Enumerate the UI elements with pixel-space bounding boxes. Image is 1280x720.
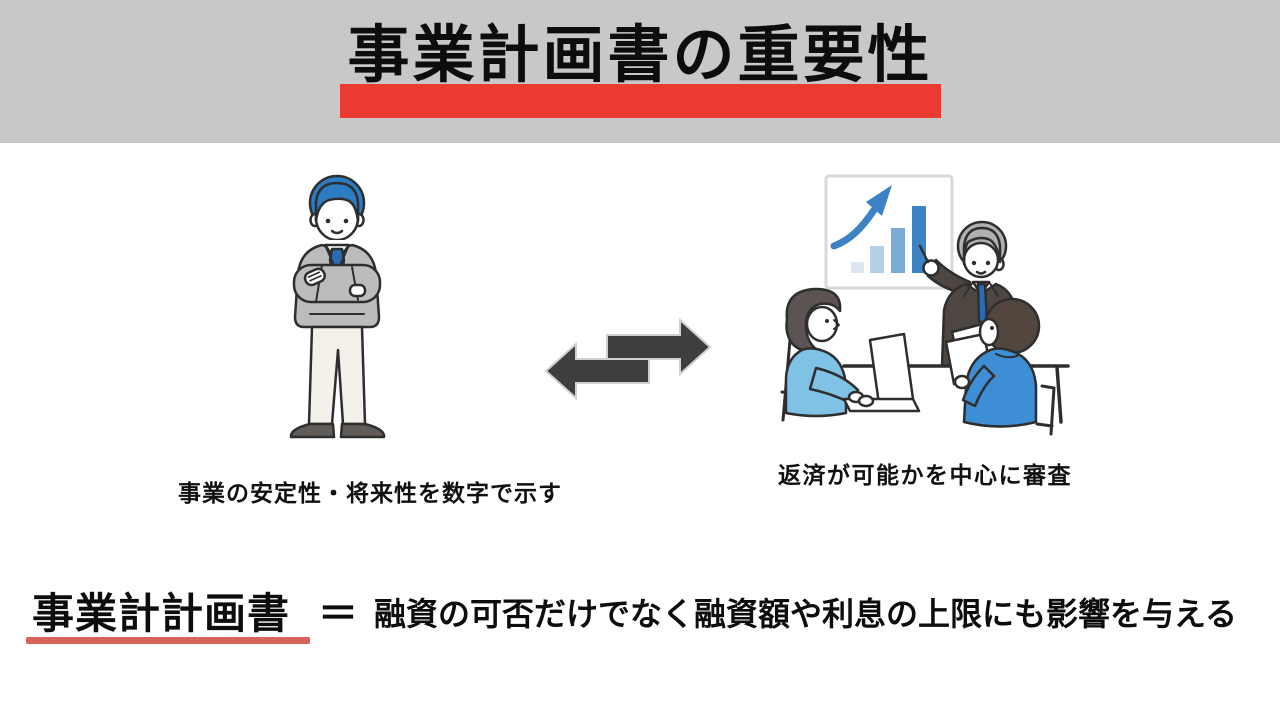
seated-man-figure: [944, 297, 1041, 428]
exchange-arrows-icon: [544, 317, 712, 401]
laptop: [842, 332, 921, 413]
left-caption: 事業の安定性・将来性を数字で示す: [178, 480, 562, 506]
equals-sign: ＝: [318, 592, 359, 636]
right-caption: 返済が可能かを中心に審査: [778, 462, 1072, 488]
term-underline: [26, 637, 311, 644]
footer-statement: 融資の可否だけでなく融資額や利息の上限にも影響を与える: [374, 596, 1238, 632]
footer-term-text: 事業計計画書: [32, 590, 291, 637]
arrow-left-icon: [544, 341, 650, 401]
woman-figure: [784, 287, 860, 418]
header-band: [0, 0, 1280, 143]
woman-hair: [785, 287, 842, 352]
growth-chart-icon: [824, 174, 954, 290]
footer-term: 事業計計画書: [26, 590, 311, 644]
meeting-illustration: [780, 174, 1070, 436]
businessman-illustration: [289, 174, 386, 439]
chair-right: [1035, 384, 1056, 436]
man-shoe-left: [289, 422, 336, 439]
man-pants: [307, 325, 367, 426]
page-title: 事業計画書の重要性: [347, 21, 933, 90]
man-shoe-right: [339, 422, 386, 439]
title-accent-bar: [340, 84, 941, 118]
footer-equation: 事業計計画書 ＝ 融資の可否だけでなく融資額や利息の上限にも影響を与える: [26, 588, 1238, 644]
